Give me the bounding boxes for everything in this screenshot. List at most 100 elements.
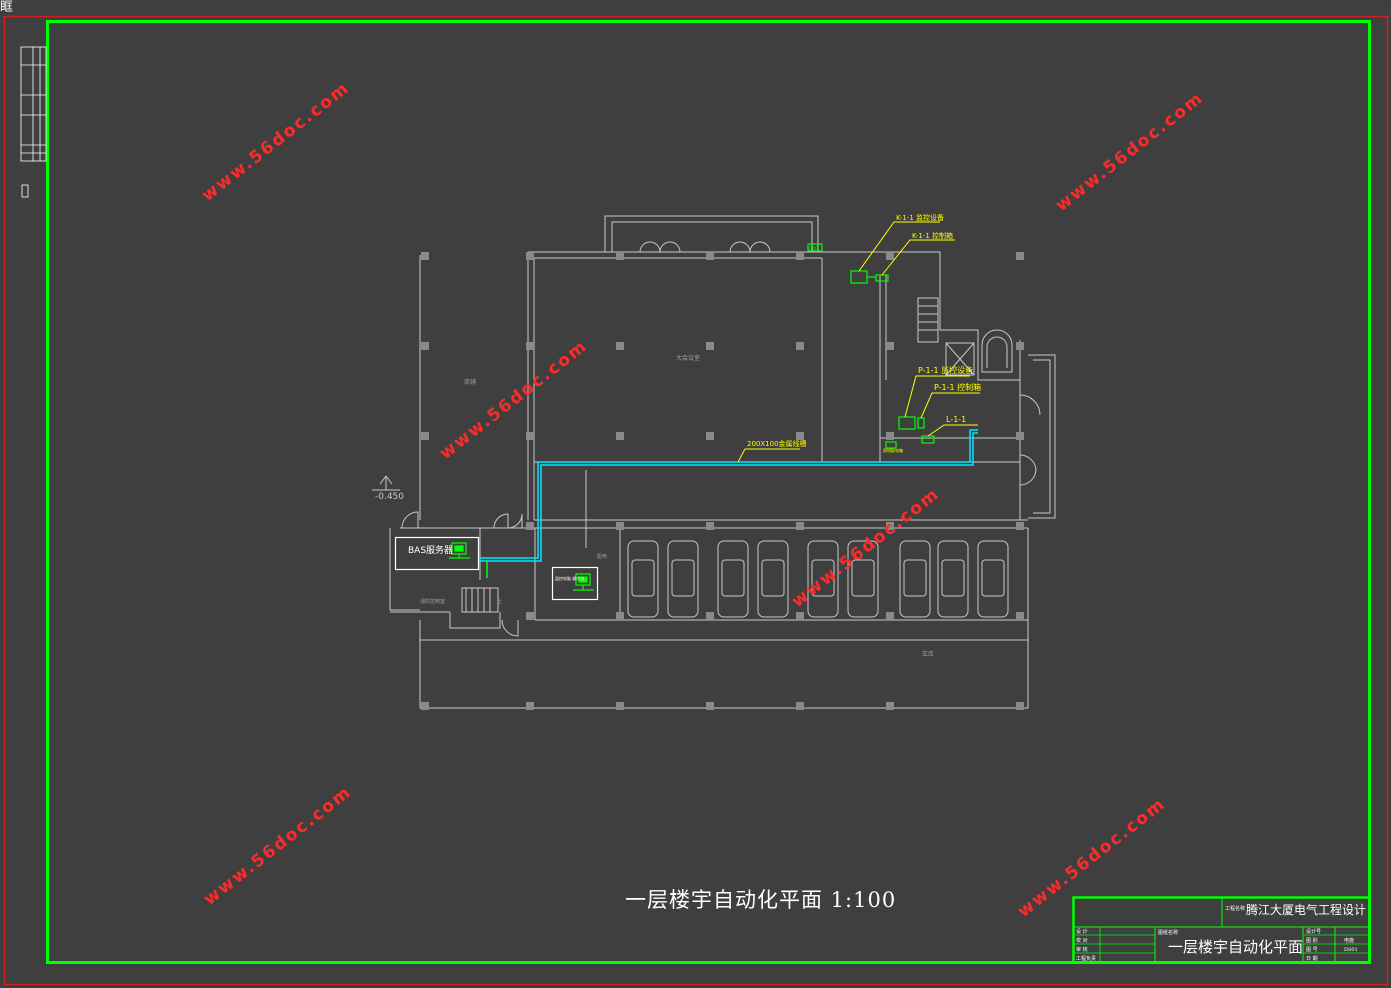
k11-control-label: K-1-1 控制箱	[912, 231, 953, 240]
column	[886, 342, 894, 350]
up-label: 上	[497, 598, 502, 605]
project-name: 腾江大厦电气工程设计	[1246, 902, 1366, 917]
car-window	[941, 559, 965, 597]
column	[1016, 252, 1024, 260]
project-caption: 工程名称	[1225, 905, 1245, 912]
column	[1016, 342, 1024, 350]
column	[421, 252, 429, 260]
column	[616, 612, 624, 620]
column	[1016, 702, 1024, 710]
plan-title: 一层楼宇自动化平面 1:100	[625, 888, 897, 912]
car-bay	[899, 540, 931, 618]
column	[526, 342, 534, 350]
column	[421, 432, 429, 440]
tb-right-value: DS01	[1344, 947, 1358, 953]
column	[796, 702, 804, 710]
control-room-label: 消防控制室	[420, 598, 445, 605]
column	[1016, 522, 1024, 530]
car-window	[903, 559, 927, 597]
computer-icon	[449, 542, 470, 559]
column	[796, 342, 804, 350]
binding-strip	[20, 46, 47, 198]
column	[706, 342, 714, 350]
ddc-label: DDC	[809, 246, 818, 251]
tb-left-row: 审 核	[1076, 946, 1088, 953]
l11-label: L-1-1	[946, 415, 966, 424]
tb-left-row: 设 计	[1076, 928, 1088, 935]
car-window	[761, 559, 785, 597]
column	[526, 702, 534, 710]
column	[526, 432, 534, 440]
level-marker	[372, 475, 400, 491]
column	[796, 432, 804, 440]
car-window	[981, 559, 1005, 597]
car-bay	[717, 540, 749, 618]
column	[421, 702, 429, 710]
column	[1016, 612, 1024, 620]
column	[886, 612, 894, 620]
tb-right-row: 设计号	[1306, 928, 1321, 935]
tb-right-row: 日 期	[1306, 956, 1318, 962]
column	[1016, 432, 1024, 440]
column	[886, 522, 894, 530]
column	[706, 432, 714, 440]
column	[526, 612, 534, 620]
outer-border	[3, 15, 1389, 986]
garage-label: 车库	[922, 650, 934, 658]
column	[706, 522, 714, 530]
column	[526, 522, 534, 530]
car-bay	[937, 540, 969, 618]
column	[886, 702, 894, 710]
car-bay	[667, 540, 699, 618]
cable-duct-route	[478, 429, 978, 578]
stair-east	[917, 297, 939, 343]
bas-server-label: BAS服务器	[408, 544, 453, 556]
p11-monitor-label: P-1-1 监控设备	[918, 365, 973, 375]
car-bay	[807, 540, 839, 618]
car-window	[631, 559, 655, 597]
equipment-symbols	[807, 243, 935, 449]
k11-monitor-label: K-1-1 监控设备	[896, 213, 944, 222]
car-bay	[757, 540, 789, 618]
tb-right-value: 电施	[1344, 937, 1354, 944]
tb-right-row: 图 号	[1306, 947, 1318, 953]
lighting-box-label: 照明配电箱	[883, 447, 903, 453]
drawing-caption: 图纸名称	[1158, 929, 1178, 936]
column	[616, 252, 624, 260]
column	[526, 252, 534, 260]
car-window	[721, 559, 745, 597]
column	[706, 612, 714, 620]
car-bay	[977, 540, 1009, 618]
car-window	[811, 559, 835, 597]
level-label: -0.450	[375, 492, 404, 502]
monitor-station-box	[551, 566, 599, 601]
column	[616, 432, 624, 440]
power-room-label: 配电	[597, 553, 607, 560]
p11-control-label: P-1-1 控制箱	[934, 382, 981, 392]
tb-left-row: 校 对	[1076, 937, 1088, 944]
title-block	[1072, 896, 1371, 964]
column	[796, 252, 804, 260]
bas-server-box	[394, 536, 480, 571]
column	[796, 522, 804, 530]
column	[616, 522, 624, 530]
corner-glyph: 眶	[0, 0, 14, 15]
tb-left-row: 工程负责	[1076, 955, 1096, 962]
structural-columns	[421, 252, 1024, 710]
workstation-icon	[573, 573, 594, 591]
car-window	[851, 559, 875, 597]
drawing-name: 一层楼宇自动化平面	[1168, 938, 1303, 956]
car-bay	[847, 540, 879, 618]
column	[706, 252, 714, 260]
column	[886, 252, 894, 260]
car-bay	[627, 540, 659, 618]
leader-lines	[737, 221, 980, 463]
parking-cars	[627, 540, 1009, 618]
car-window	[671, 559, 695, 597]
duct-label: 200X100金属线槽	[747, 439, 807, 448]
column	[796, 612, 804, 620]
monitor-station-label: 监控电脑 操作台	[555, 575, 584, 581]
tb-right-row: 图 别	[1306, 937, 1318, 944]
hall-label: 大会议室	[676, 354, 700, 362]
